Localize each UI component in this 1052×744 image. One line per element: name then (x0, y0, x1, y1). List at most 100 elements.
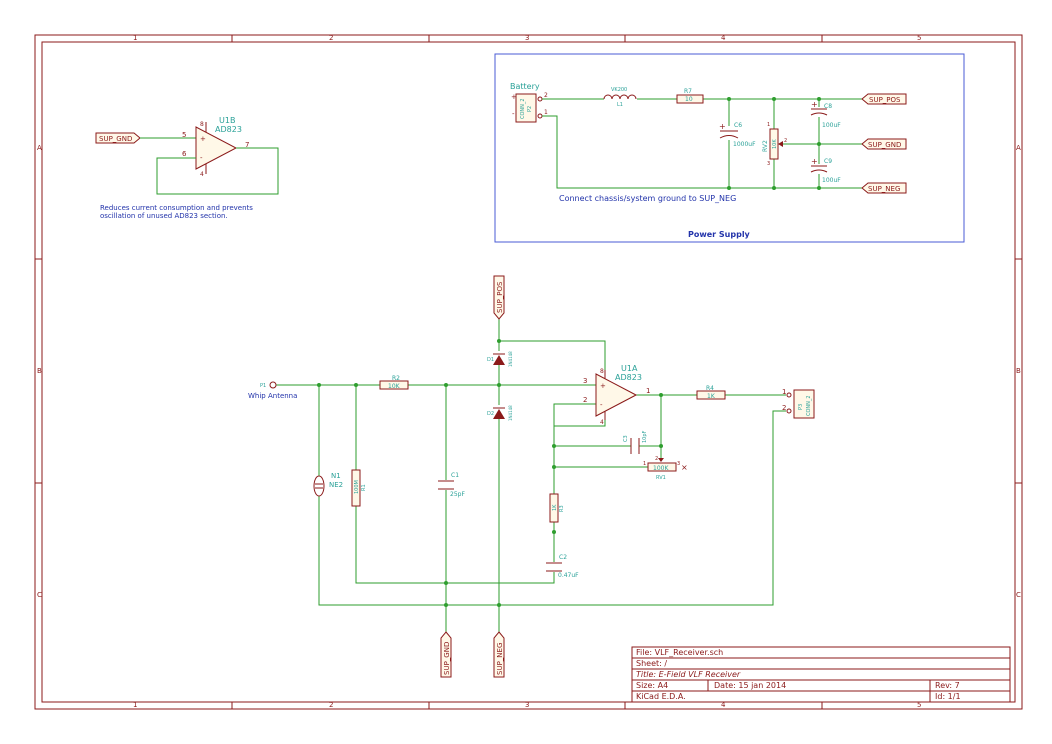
r4-value: 1K (707, 393, 716, 400)
c9-plus: + (811, 157, 818, 166)
d1-diode[interactable] (493, 355, 505, 365)
p2-pin2-num: 2 (544, 92, 548, 99)
receiver-circuit: P1 Whip Antenna R2 10K N1 NE2 100M R1 C1… (248, 275, 815, 678)
d1-value: 1N4148 (508, 351, 513, 367)
l1-ref: L1 (617, 102, 623, 108)
p2-pin2-circle (537, 96, 543, 102)
c8-ref: C8 (824, 103, 832, 110)
c1-value: 25pF (450, 491, 465, 498)
r4-resistor[interactable] (696, 390, 726, 400)
u1b-note-line2: oscillation of unused AD823 section. (100, 212, 228, 220)
net-label-sup-gnd-u1b[interactable] (95, 132, 141, 144)
p2-minus-label: - (512, 110, 515, 118)
tb-rev: Rev: 7 (935, 681, 960, 690)
rv2-ref: RV2 (762, 140, 769, 152)
u1b-opamp[interactable] (195, 126, 238, 170)
tb-file: File: VLF_Receiver.sch (636, 648, 723, 657)
c8-plate-bottom (810, 112, 828, 116)
col-label-2-bottom: 2 (329, 701, 333, 709)
n1-neon-lamp[interactable] (313, 475, 325, 497)
col-label-3-bottom: 3 (525, 701, 529, 709)
row-label-c-right: C (1016, 591, 1021, 599)
col-label-5-top: 5 (917, 34, 921, 42)
u1a-pin4: 4 (600, 419, 604, 426)
junction (444, 603, 448, 607)
wire-ground-return (318, 410, 786, 606)
rv2-wiper-arrow (778, 141, 783, 147)
rv1-ref: RV1 (656, 475, 666, 481)
col-label-1-top: 1 (133, 34, 137, 42)
r1-resistor[interactable] (351, 469, 361, 507)
tb-title: Title: E-Field VLF Receiver (636, 670, 741, 679)
c9-value: 100uF (822, 177, 841, 184)
c8-plus: + (811, 100, 818, 109)
junction (552, 444, 556, 448)
u1b-pin7: 7 (245, 141, 249, 149)
p3-value: CONN_2 (806, 395, 812, 416)
rv1-pin1: 1 (643, 461, 646, 467)
net-label-sup-gnd-ps[interactable] (861, 138, 907, 150)
power-supply-box (494, 53, 965, 243)
c9-ref: C9 (824, 158, 832, 165)
c1-ref: C1 (451, 472, 459, 479)
rv2-value: 10K (772, 139, 778, 149)
r2-resistor[interactable] (379, 380, 409, 390)
c6-plus: + (719, 122, 726, 131)
rv1-wiper-arrow (658, 458, 664, 462)
net-label-sup-gnd-main-text: SUP_GND (443, 642, 451, 675)
net-label-sup-gnd-main[interactable] (440, 631, 452, 678)
tb-size: Size: A4 (636, 681, 668, 690)
p3-connector[interactable] (793, 389, 815, 419)
c2-ref: C2 (559, 554, 567, 561)
d1-ref: D1 (487, 357, 494, 363)
u1a-opamp[interactable] (595, 373, 638, 417)
col-label-2-top: 2 (329, 34, 333, 42)
net-label-sup-neg-main[interactable] (493, 631, 505, 678)
row-label-b-left: B (37, 367, 42, 375)
net-label-sup-pos-main-text: SUP_POS (496, 281, 504, 313)
u1b-plus-sign: + (200, 135, 206, 143)
l1-value: VK200 (611, 87, 627, 93)
net-label-sup-gnd-ps-text: SUP_GND (868, 141, 901, 149)
d2-value: 1N4148 (508, 405, 513, 421)
p2-value: CONN_2 (520, 98, 526, 119)
r3-resistor[interactable] (549, 493, 559, 523)
u1b-note-line1: Reduces current consumption and prevents (100, 204, 253, 212)
junction (659, 444, 663, 448)
net-label-sup-neg-ps-text: SUP_NEG (868, 185, 900, 193)
wire-u1a-vplus (499, 340, 606, 370)
rv1-no-connect: × (681, 463, 688, 472)
junction (552, 465, 556, 469)
junction (659, 393, 663, 397)
power-supply-title: Power Supply (688, 230, 751, 239)
junction (444, 581, 448, 585)
rv1-value: 100K (653, 465, 669, 472)
p1-antenna-terminal[interactable] (269, 381, 277, 389)
r7-ref: R7 (684, 88, 692, 95)
u1a-minus-sign: - (600, 401, 603, 409)
net-label-sup-pos-ps[interactable] (861, 93, 907, 105)
rv1-potentiometer[interactable] (647, 462, 677, 472)
r7-resistor[interactable] (676, 94, 704, 104)
net-label-sup-pos-main[interactable] (493, 275, 505, 320)
battery-label: Battery (510, 82, 540, 91)
u1b-value: AD823 (215, 125, 242, 134)
c6-plate-bottom (719, 135, 739, 139)
l1-inductor[interactable] (603, 94, 637, 100)
n1-value: NE2 (329, 481, 343, 489)
col-label-4-bottom: 4 (721, 701, 726, 709)
c9-plate-bottom (810, 169, 828, 173)
p2-connector[interactable] (515, 93, 537, 123)
d2-diode[interactable] (493, 409, 505, 419)
u1a-pin2: 2 (583, 396, 587, 404)
p3-pin2-circle (786, 408, 792, 414)
u1a-ref: U1A (621, 364, 638, 373)
r3-ref: R3 (559, 505, 565, 512)
whip-antenna-label: Whip Antenna (248, 392, 297, 400)
r1-ref: R1 (361, 484, 367, 491)
power-supply-section: Power Supply Connect chassis/system grou… (494, 53, 965, 243)
net-label-sup-neg-ps[interactable] (861, 182, 907, 194)
r1-value: 100M (354, 480, 360, 494)
u1b-pin4: 4 (200, 171, 204, 178)
